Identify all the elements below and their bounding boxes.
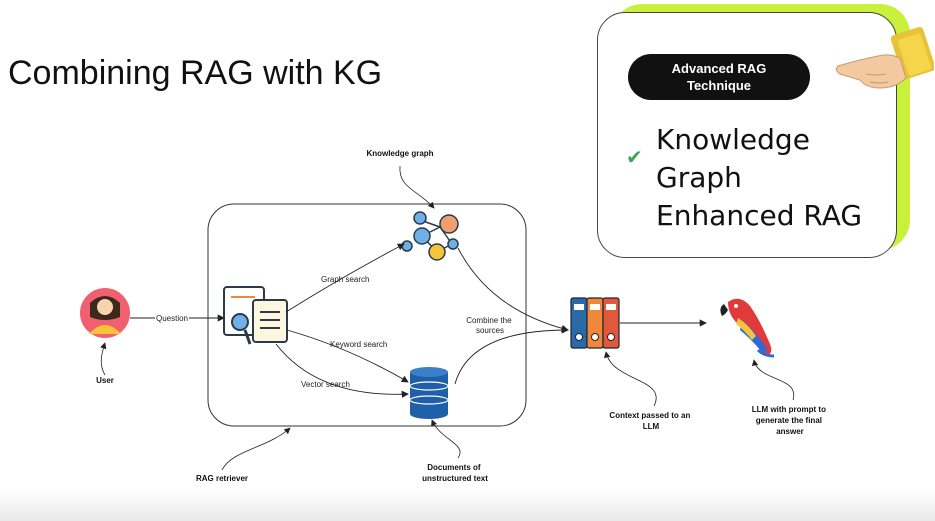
check-icon: ✔ <box>626 145 643 169</box>
technique-line-1: Knowledge <box>656 123 810 156</box>
graph-search-label: Graph search <box>321 275 369 284</box>
rag-retriever-label: RAG retriever <box>196 474 248 483</box>
documents-label: Documents of unstructured text <box>422 463 488 483</box>
question-label: Question <box>156 314 188 323</box>
technique-line-2: Graph <box>656 161 742 194</box>
badge-line-2: Technique <box>686 78 752 93</box>
bottom-fade-bar <box>0 490 935 521</box>
documents-search-icon <box>223 286 288 345</box>
llm-label: LLM with prompt to generate the final an… <box>752 405 828 436</box>
technique-callout: Advanced RAG Technique ✔ Knowledge Graph… <box>597 12 897 258</box>
combine-label: Combine the sources <box>466 316 514 335</box>
badge-line-1: Advanced RAG <box>671 61 767 76</box>
knowledge-graph-label: Knowledge graph <box>366 149 433 158</box>
user-icon <box>80 288 130 338</box>
context-label: Context passed to an LLM <box>609 411 692 431</box>
technique-badge: Advanced RAG Technique <box>628 54 810 100</box>
user-label: User <box>96 376 114 385</box>
slide-title: Combining RAG with KG <box>8 54 383 92</box>
keyword-search-edge <box>286 329 409 383</box>
vector-search-edge <box>275 343 409 398</box>
database-icon <box>409 367 449 419</box>
combine-edge-docs <box>454 326 569 385</box>
combine-edge-kg <box>457 247 569 332</box>
context-binders-icon <box>570 297 620 349</box>
keyword-search-label: Keyword search <box>330 340 387 349</box>
graph-search-edge <box>285 243 405 313</box>
pointing-hand-icon <box>836 26 934 89</box>
vector-search-label: Vector search <box>301 380 350 389</box>
parrot-icon <box>720 298 775 358</box>
technique-line-3: Enhanced RAG <box>656 199 863 232</box>
technique-name: Knowledge Graph Enhanced RAG <box>656 121 886 235</box>
knowledge-graph-icon <box>401 211 459 261</box>
